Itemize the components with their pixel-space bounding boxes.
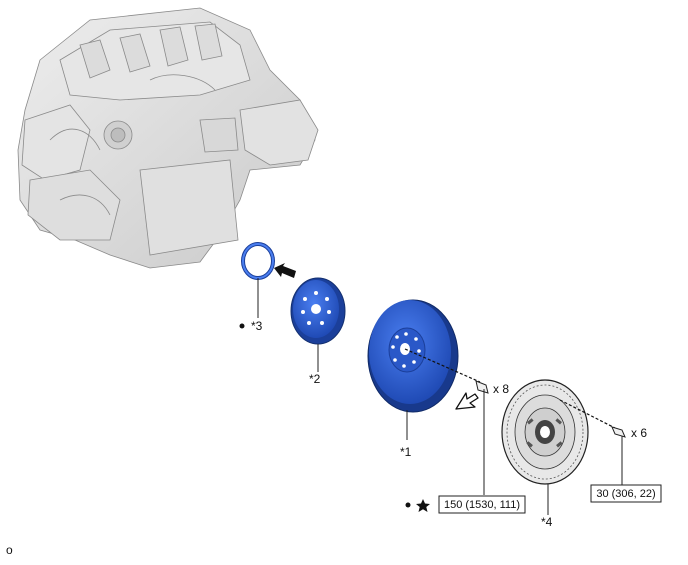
- clutch-disc: [501, 379, 589, 485]
- bullet-dot-icon: [239, 323, 245, 329]
- flywheel-bolt-quantity: x 8: [493, 382, 509, 396]
- outline-arrow-icon: [455, 392, 479, 410]
- engine-assembly: [17, 7, 319, 269]
- torque-clutch-text: 30 (306, 22): [596, 488, 655, 500]
- clutch-bolt-quantity: x 6: [631, 426, 647, 440]
- star-icon: [416, 499, 430, 512]
- flywheel: [367, 299, 459, 413]
- callout-4: *4: [541, 515, 553, 529]
- flywheel-bolt: [475, 380, 489, 495]
- clutch-bolt: [611, 426, 626, 485]
- torque-box-flywheel: 150 (1530, 111): [438, 495, 526, 514]
- callout-3: *3: [251, 319, 263, 333]
- oil-seal-ring: [241, 242, 275, 280]
- callout-2: *2: [309, 372, 321, 386]
- bolt-alignment-line-2: [559, 399, 616, 429]
- bolt-alignment-line-1: [404, 348, 481, 383]
- torque-flywheel-text: 150 (1530, 111): [444, 499, 520, 511]
- callout-1: *1: [400, 445, 412, 459]
- bullet-dot-icon: [405, 502, 411, 508]
- filled-arrow-icon: [274, 263, 296, 278]
- drive-plate: [290, 277, 346, 345]
- torque-box-clutch: 30 (306, 22): [590, 484, 662, 503]
- corner-code: o: [6, 543, 13, 557]
